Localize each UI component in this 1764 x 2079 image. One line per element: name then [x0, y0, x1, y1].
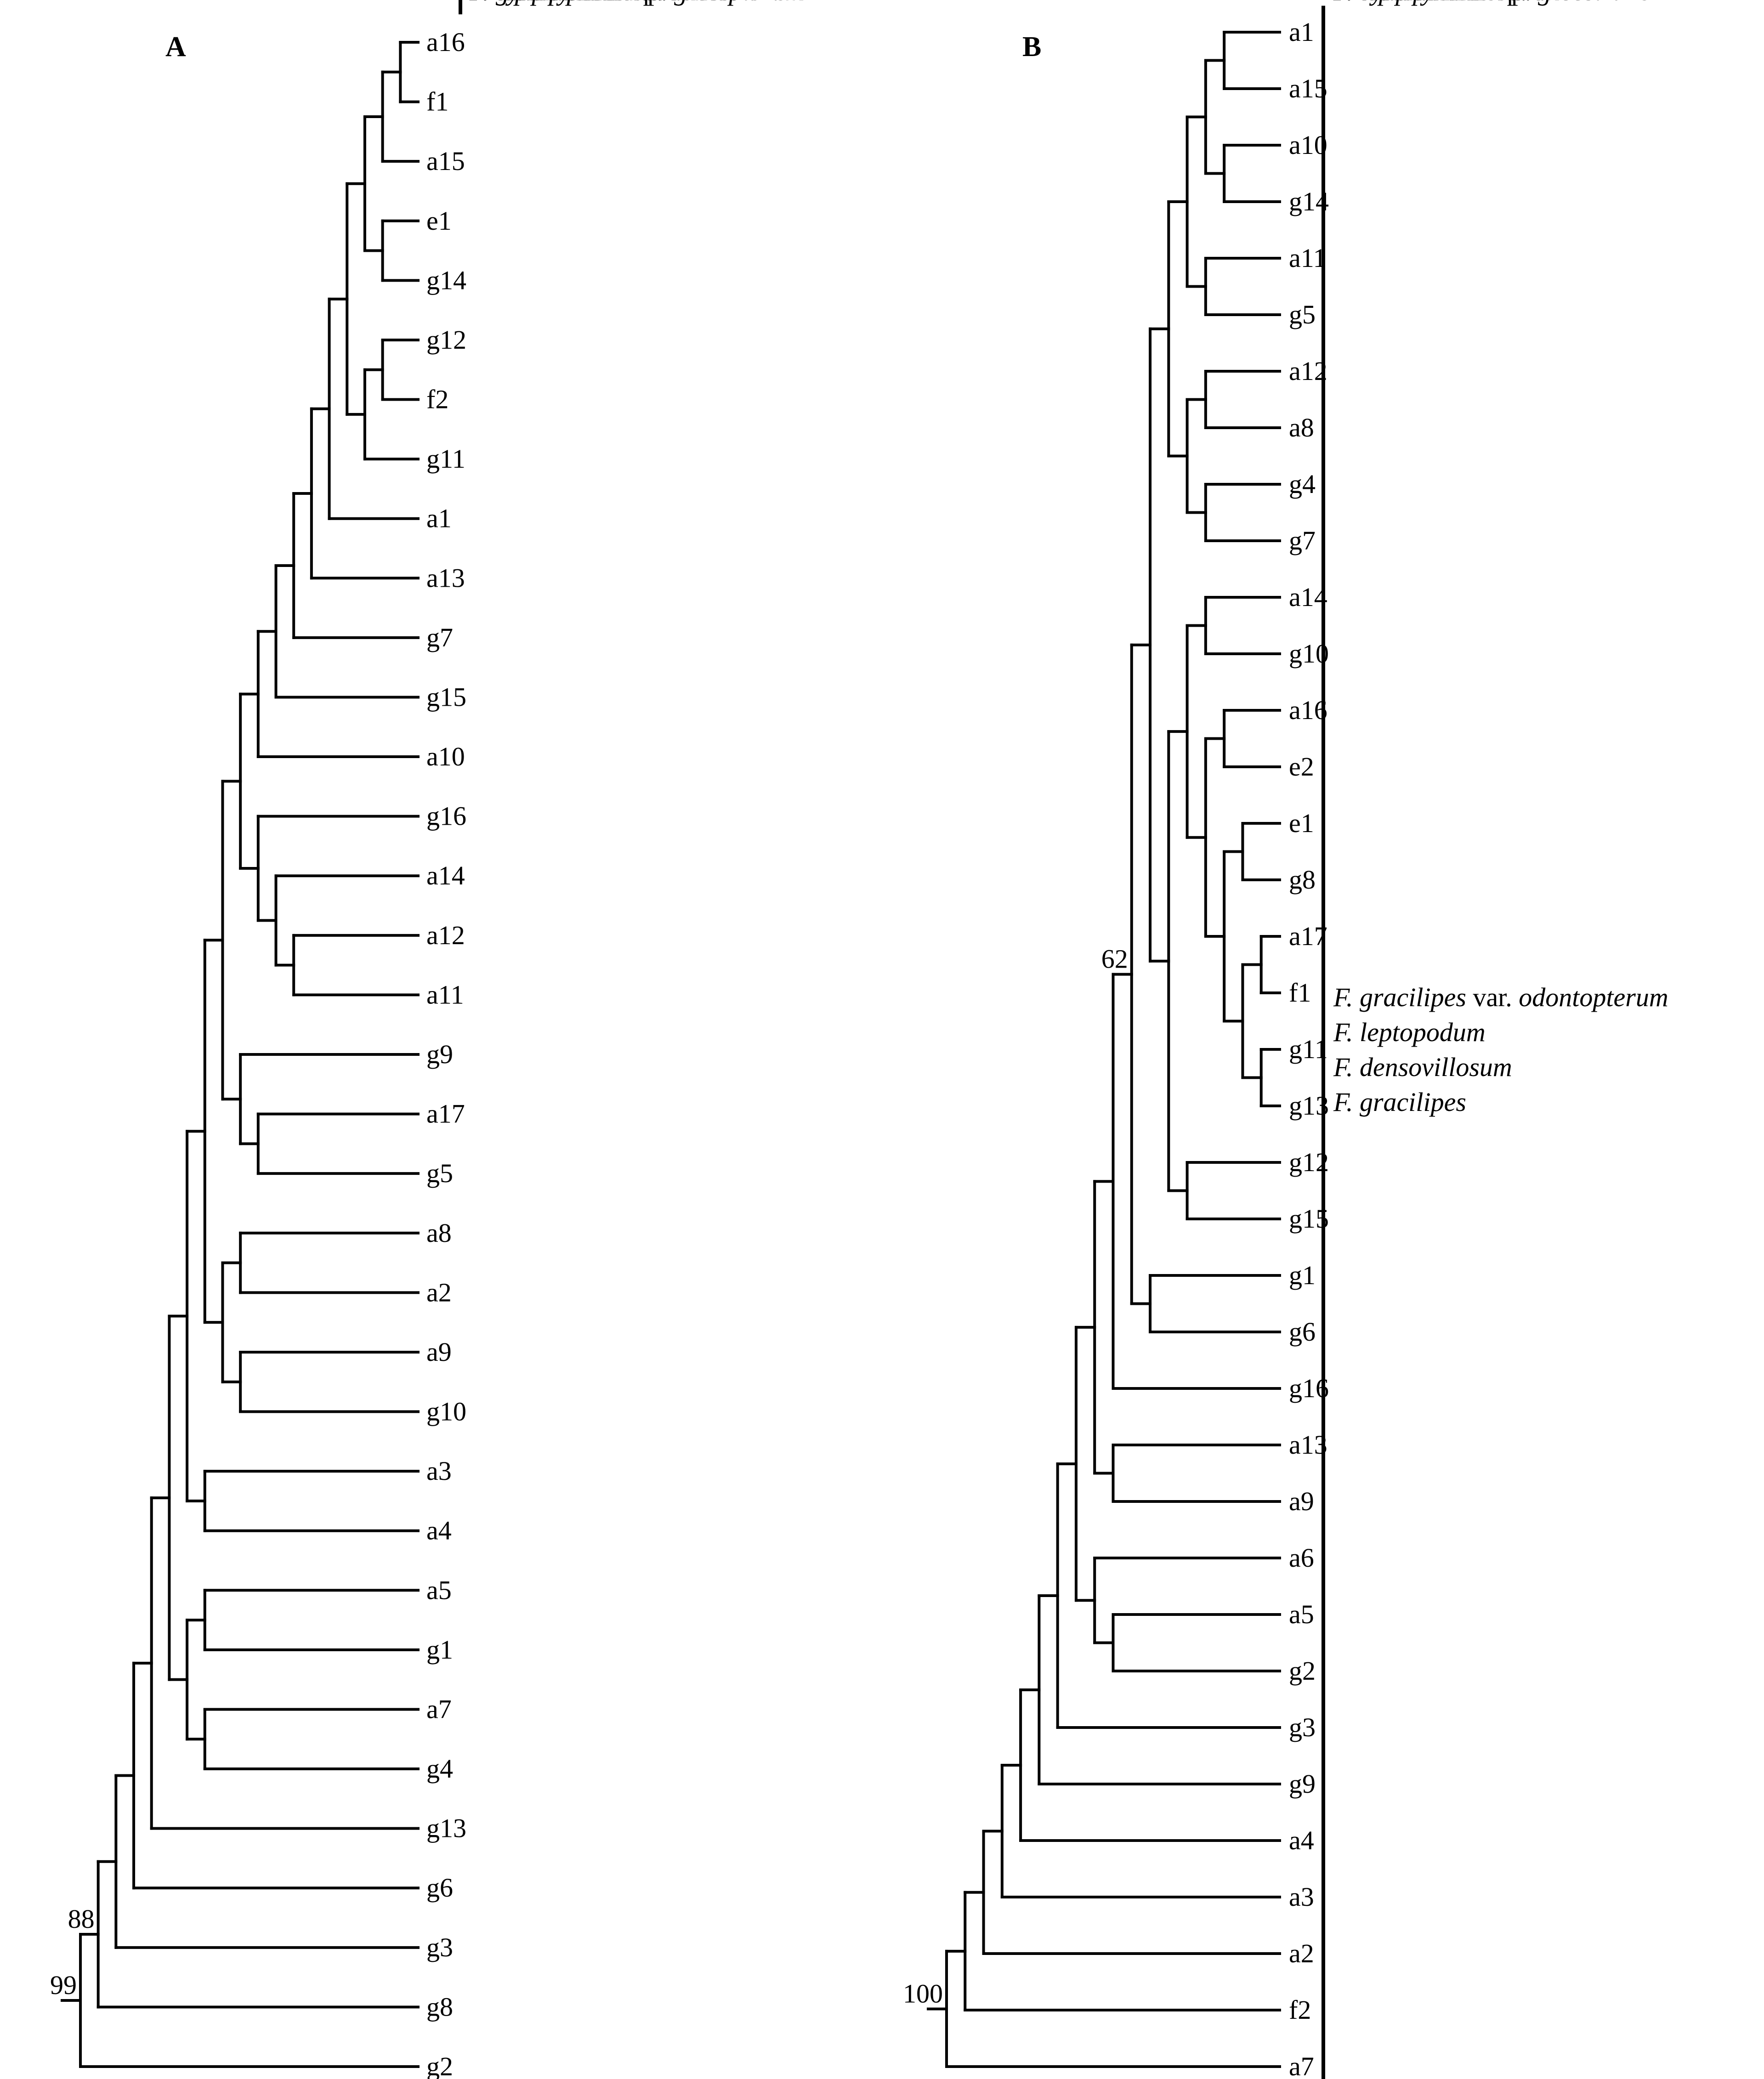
taxon-label: a14: [1289, 582, 1327, 612]
taxon-label: a10: [1289, 130, 1327, 160]
taxon-label: a10: [426, 742, 465, 771]
taxon-label: g2: [426, 2051, 453, 2079]
clade-label: F. leptopodum: [1333, 1017, 1486, 1047]
clade-label: F. tataricum: [1333, 0, 1463, 6]
taxon-label: a12: [426, 920, 465, 950]
taxon-label: a4: [1289, 1825, 1314, 1855]
taxon-label: g3: [426, 1932, 453, 1962]
taxon-label: g3: [1289, 1712, 1316, 1742]
clade-label: F. gracilipes: [1333, 1087, 1466, 1117]
clade-label: F. gracilipes var. odontopterum: [469, 0, 805, 6]
taxon-label: g4: [1289, 469, 1316, 499]
taxon-label: g6: [426, 1873, 453, 1903]
taxon-label: g5: [1289, 300, 1316, 329]
clade-label: F. leptopodum var. grossii: [469, 0, 746, 6]
taxon-label: a2: [1289, 1938, 1314, 1968]
taxon-label: a7: [1289, 2051, 1314, 2079]
taxon-label: f1: [1289, 978, 1311, 1008]
clade-label: F. densovillosum: [1333, 1052, 1512, 1082]
taxon-label: a16: [426, 27, 465, 57]
taxon-label: g1: [1289, 1260, 1316, 1290]
taxon-label: g16: [426, 801, 466, 831]
taxon-label: a17: [1289, 921, 1327, 951]
bootstrap-value: 99: [50, 1970, 77, 2000]
taxon-label: a6: [1289, 1543, 1314, 1573]
taxon-label: a11: [1289, 243, 1327, 273]
taxon-label: a15: [1289, 74, 1327, 103]
taxon-label: a1: [1289, 17, 1314, 47]
taxon-label: e1: [426, 206, 452, 236]
taxon-label: g7: [426, 623, 453, 652]
taxon-label: a1: [426, 504, 452, 533]
taxon-label: g8: [426, 1992, 453, 2022]
taxon-label: g7: [1289, 526, 1316, 555]
taxon-label: a7: [426, 1694, 452, 1724]
taxon-label: a4: [426, 1516, 452, 1546]
taxon-label: a8: [1289, 413, 1314, 442]
taxon-label: a13: [1289, 1430, 1327, 1460]
taxon-label: a12: [1289, 356, 1327, 386]
clade-label: F. densovillosum: [469, 0, 648, 6]
taxon-label: f1: [426, 87, 448, 117]
taxon-label: g11: [1289, 1034, 1328, 1064]
taxon-label: e1: [1289, 808, 1314, 838]
clade-label: F. esculentum ssp. ancestralis: [1333, 0, 1651, 6]
taxon-label: a16: [1289, 695, 1327, 725]
taxon-label: f2: [426, 385, 448, 414]
taxon-label: a9: [1289, 1486, 1314, 1516]
clade-label: F. cymosum complex: [469, 0, 693, 6]
bootstrap-value: 88: [68, 1904, 95, 1934]
tree-branches: [61, 41, 420, 2068]
taxon-label: g10: [426, 1397, 466, 1427]
taxon-label: a13: [426, 563, 465, 593]
taxon-label: a17: [426, 1099, 465, 1129]
taxon-label: g15: [426, 682, 466, 712]
taxon-label: a11: [426, 980, 464, 1009]
taxon-label: g8: [1289, 865, 1316, 895]
taxon-label: g2: [1289, 1656, 1316, 1686]
clade-label: F. leptopodum var. grossii: [1333, 0, 1610, 6]
bootstrap-value: 62: [1101, 944, 1128, 974]
taxon-label: e2: [1289, 752, 1314, 782]
taxon-label: g13: [426, 1813, 466, 1843]
taxon-label: a14: [426, 861, 465, 890]
taxon-label: g1: [426, 1635, 453, 1665]
panel-label: A: [165, 31, 186, 62]
taxon-label: g14: [426, 265, 466, 295]
taxon-label: g4: [426, 1754, 453, 1784]
clade-label: F. esculentum: [1333, 0, 1480, 6]
taxon-label: g9: [426, 1039, 453, 1069]
taxon-label: a3: [426, 1456, 452, 1486]
bootstrap-value: 100: [903, 1978, 943, 2008]
taxon-label: f2: [1289, 1995, 1311, 2025]
clade-label: F. gracilipes: [469, 0, 602, 6]
clade-label: F. gracilipes var. odontopterum: [1333, 982, 1668, 1012]
clade-label: F. leptopodum: [469, 0, 622, 6]
tree-panel-a: A 88 99 a16 f1 a15 e1 g14 g12 f2 g11 a1 a13 g7 g15 a10 g…: [50, 0, 805, 2079]
panel-label: B: [1022, 31, 1041, 62]
clade-label: F. esculentum ssp. ancestralis: [469, 0, 787, 6]
taxon-label: a3: [1289, 1882, 1314, 1912]
taxon-label: a5: [1289, 1599, 1314, 1629]
clade-label: F. urophyllum: [469, 0, 618, 6]
clade-label: F. urophyllum: [1333, 0, 1481, 6]
clade-label: F. cymosum complex: [1333, 0, 1557, 6]
taxon-label: g6: [1289, 1317, 1316, 1347]
taxon-label: a8: [426, 1218, 452, 1248]
taxon-label: g9: [1289, 1769, 1316, 1799]
taxon-label: a2: [426, 1277, 452, 1307]
clade-label: F. tataricum: [469, 0, 600, 6]
taxon-label: a9: [426, 1337, 452, 1367]
clade-label: F. esculentum: [469, 0, 616, 6]
taxon-label: g11: [426, 444, 465, 474]
tree-branches: [927, 31, 1281, 2068]
taxon-label: g12: [426, 325, 466, 355]
taxon-label: g5: [426, 1158, 453, 1188]
taxon-label: a5: [426, 1575, 452, 1605]
taxon-label: a15: [426, 146, 465, 176]
tree-panel-b: B62100a1a15a10g14a11g5a12a8g4g7a14g10a16…: [903, 0, 1668, 2079]
